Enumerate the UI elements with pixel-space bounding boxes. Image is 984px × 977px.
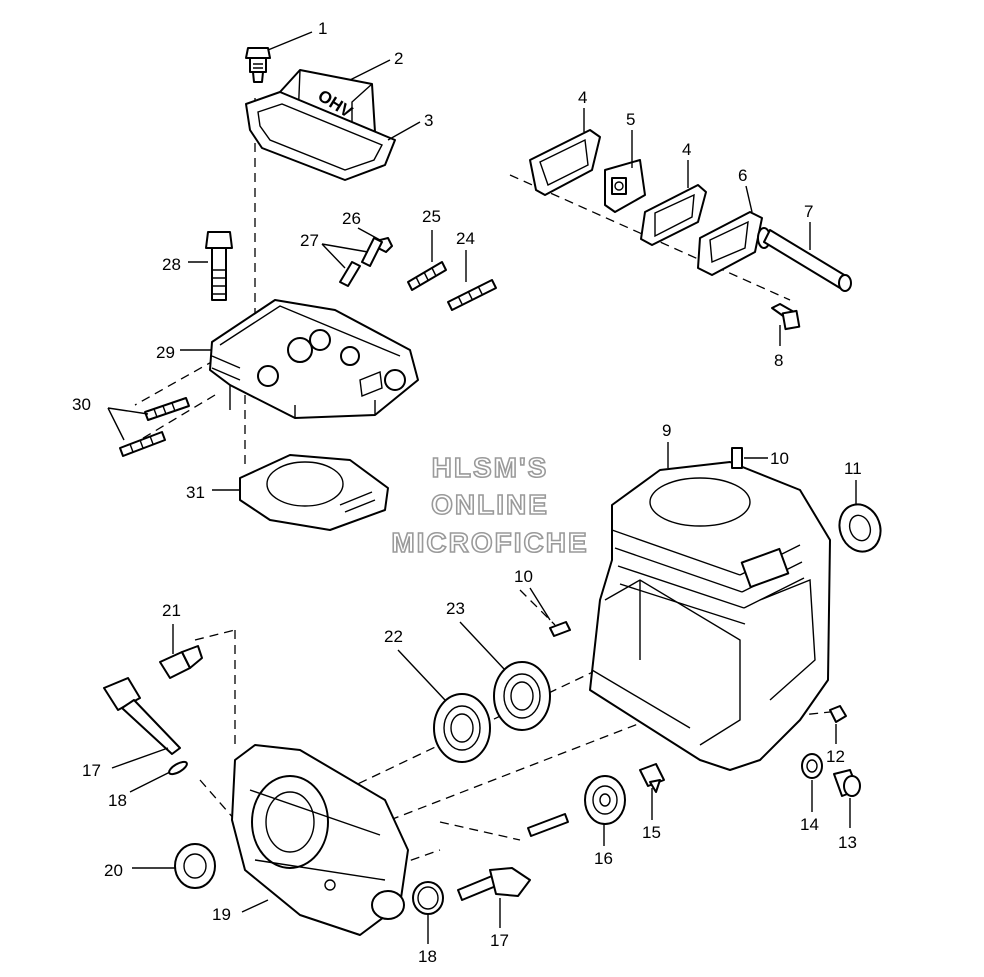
callout-23: 23 — [446, 599, 465, 618]
o-ring-18b — [412, 881, 444, 915]
watermark: HLSM'S ONLINE MICROFICHE — [391, 451, 588, 559]
stud-24 — [447, 279, 497, 311]
head-bolt-28 — [205, 231, 233, 301]
callout-25: 25 — [422, 207, 441, 226]
crankcase-9 — [589, 461, 831, 771]
callout-24: 24 — [456, 229, 475, 248]
callout-17b: 17 — [490, 931, 509, 950]
bearing-23 — [493, 661, 551, 731]
watermark-line-1: HLSM'S — [432, 452, 549, 483]
plug-21 — [159, 645, 203, 679]
leader-lines — [107, 31, 857, 944]
callout-27: 27 — [300, 231, 319, 250]
head-gasket-31 — [239, 454, 389, 531]
oil-seal-11 — [838, 503, 882, 553]
callout-16: 16 — [594, 849, 613, 868]
callout-10a: 10 — [770, 449, 789, 468]
washer-14 — [801, 753, 823, 779]
callout-19: 19 — [212, 905, 231, 924]
governor-shaft — [527, 813, 569, 837]
callout-18a: 18 — [108, 791, 127, 810]
dipstick-17a — [103, 677, 181, 755]
studs-30 — [119, 397, 190, 457]
callout-4a: 4 — [578, 88, 587, 107]
callout-22: 22 — [384, 627, 403, 646]
dowel-pins-27 — [339, 237, 383, 287]
callout-26: 26 — [342, 209, 361, 228]
oil-seal-20 — [174, 843, 216, 889]
dowel-10b — [549, 621, 571, 637]
callout-31: 31 — [186, 483, 205, 502]
callout-21: 21 — [162, 601, 181, 620]
gear-16 — [584, 775, 626, 825]
cover-gasket-3 — [245, 91, 396, 181]
bearing-22 — [433, 693, 491, 763]
callout-8: 8 — [774, 351, 783, 370]
bolt-1 — [245, 47, 271, 83]
callout-30: 30 — [72, 395, 91, 414]
o-ring-18a — [168, 760, 188, 776]
cylinder-head-29 — [209, 299, 419, 419]
plug-12 — [829, 705, 847, 723]
callout-3: 3 — [424, 111, 433, 130]
gasket-4b — [640, 184, 707, 246]
dowel-10a — [731, 447, 743, 469]
callout-11: 11 — [844, 459, 862, 478]
gasket-4a — [529, 129, 601, 196]
callout-29: 29 — [156, 343, 175, 362]
bolt-8 — [771, 303, 801, 331]
callout-9: 9 — [662, 421, 671, 440]
callout-28: 28 — [162, 255, 181, 274]
stud-25 — [407, 261, 447, 291]
callout-2: 2 — [394, 49, 403, 68]
callout-numbers: 1 2 3 4 5 4 6 7 8 9 10 11 10 12 13 14 15… — [72, 19, 862, 966]
callout-7: 7 — [804, 202, 813, 221]
bolt-15 — [639, 763, 665, 793]
callout-5: 5 — [626, 110, 635, 129]
callout-20: 20 — [104, 861, 123, 880]
crankcase-cover-19 — [231, 744, 409, 936]
reed-plate-5 — [604, 159, 646, 213]
watermark-line-2: ONLINE — [431, 489, 549, 520]
callout-12: 12 — [826, 747, 845, 766]
callout-10b: 10 — [514, 567, 533, 586]
callout-6: 6 — [738, 166, 747, 185]
callout-17a: 17 — [82, 761, 101, 780]
callout-15: 15 — [642, 823, 661, 842]
breather-cover-6 — [697, 211, 771, 276]
callout-13: 13 — [838, 833, 857, 852]
watermark-line-3: MICROFICHE — [391, 527, 588, 558]
callout-18b: 18 — [418, 947, 437, 966]
callout-4b: 4 — [682, 140, 691, 159]
drain-plug-13 — [833, 769, 861, 797]
drain-valve-17b — [457, 867, 531, 901]
breather-tube-7 — [763, 229, 852, 292]
callout-14: 14 — [800, 815, 819, 834]
callout-1: 1 — [318, 19, 327, 38]
